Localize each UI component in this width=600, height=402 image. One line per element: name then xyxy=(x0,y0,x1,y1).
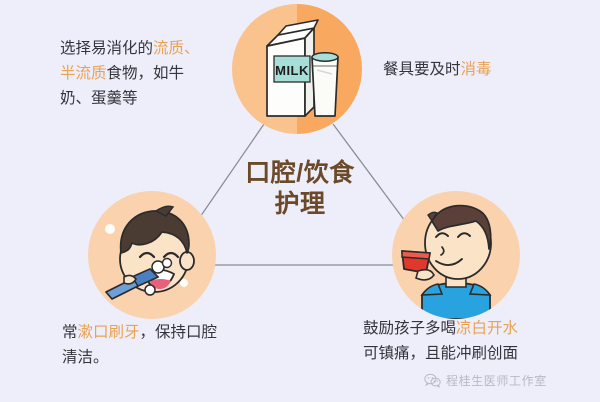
caption-text: 常 xyxy=(62,324,78,341)
watermark: 程桂生医师工作室 xyxy=(424,372,547,389)
watermark-text: 程桂生医师工作室 xyxy=(446,374,547,388)
caption-soft-food: 选择易消化的流质、半流质食物，如牛奶、蛋羹等 xyxy=(60,36,250,111)
caption-drink-cool-water: 鼓励孩子多喝凉白开水可镇痛，且能冲刷创面 xyxy=(363,316,593,366)
caption-line: 清洁。 xyxy=(62,345,272,370)
center-title: 口腔/饮食 护理 xyxy=(245,159,355,218)
caption-line: 半流质食物，如牛 xyxy=(60,61,250,86)
caption-text: 奶、蛋羹等 xyxy=(60,90,138,108)
caption-text: 清洁。 xyxy=(62,349,109,367)
caption-sterilize-utensils: 餐具要及时消毒 xyxy=(383,57,583,82)
caption-highlight: 凉白开水 xyxy=(456,320,519,337)
caption-text: 餐具要及时 xyxy=(383,61,461,78)
node-drinking-circle xyxy=(392,191,520,319)
caption-highlight: 流质、 xyxy=(153,40,200,57)
caption-line: 可镇痛，且能冲刷创面 xyxy=(363,341,593,366)
tooth-brushing-illustration xyxy=(105,205,195,300)
caption-text: 可镇痛，且能冲刷创面 xyxy=(363,345,519,363)
caption-line: 奶、蛋羹等 xyxy=(60,86,250,111)
milk-illustration: MILK xyxy=(266,19,339,117)
caption-text: ，保持口腔 xyxy=(139,324,218,341)
caption-highlight: 漱口刷牙 xyxy=(77,324,140,341)
svg-text:MILK: MILK xyxy=(275,63,309,78)
drinking-water-illustration xyxy=(401,204,492,319)
caption-line: 常漱口刷牙，保持口腔 xyxy=(62,320,272,345)
caption-highlight: 消毒 xyxy=(460,61,492,78)
caption-text: 食物，如牛 xyxy=(106,65,185,83)
node-food-circle: MILK xyxy=(232,4,362,134)
caption-line: 选择易消化的流质、 xyxy=(60,36,250,61)
caption-line: 餐具要及时消毒 xyxy=(383,57,583,82)
node-brushing-circle xyxy=(88,191,216,319)
wechat-icon xyxy=(424,373,441,388)
caption-text: 选择易消化的 xyxy=(60,40,154,57)
caption-text: 鼓励孩子多喝 xyxy=(363,320,457,337)
caption-highlight: 半流质 xyxy=(60,65,107,83)
caption-line: 鼓励孩子多喝凉白开水 xyxy=(363,316,593,341)
caption-rinse-and-brush: 常漱口刷牙，保持口腔清洁。 xyxy=(62,320,272,370)
